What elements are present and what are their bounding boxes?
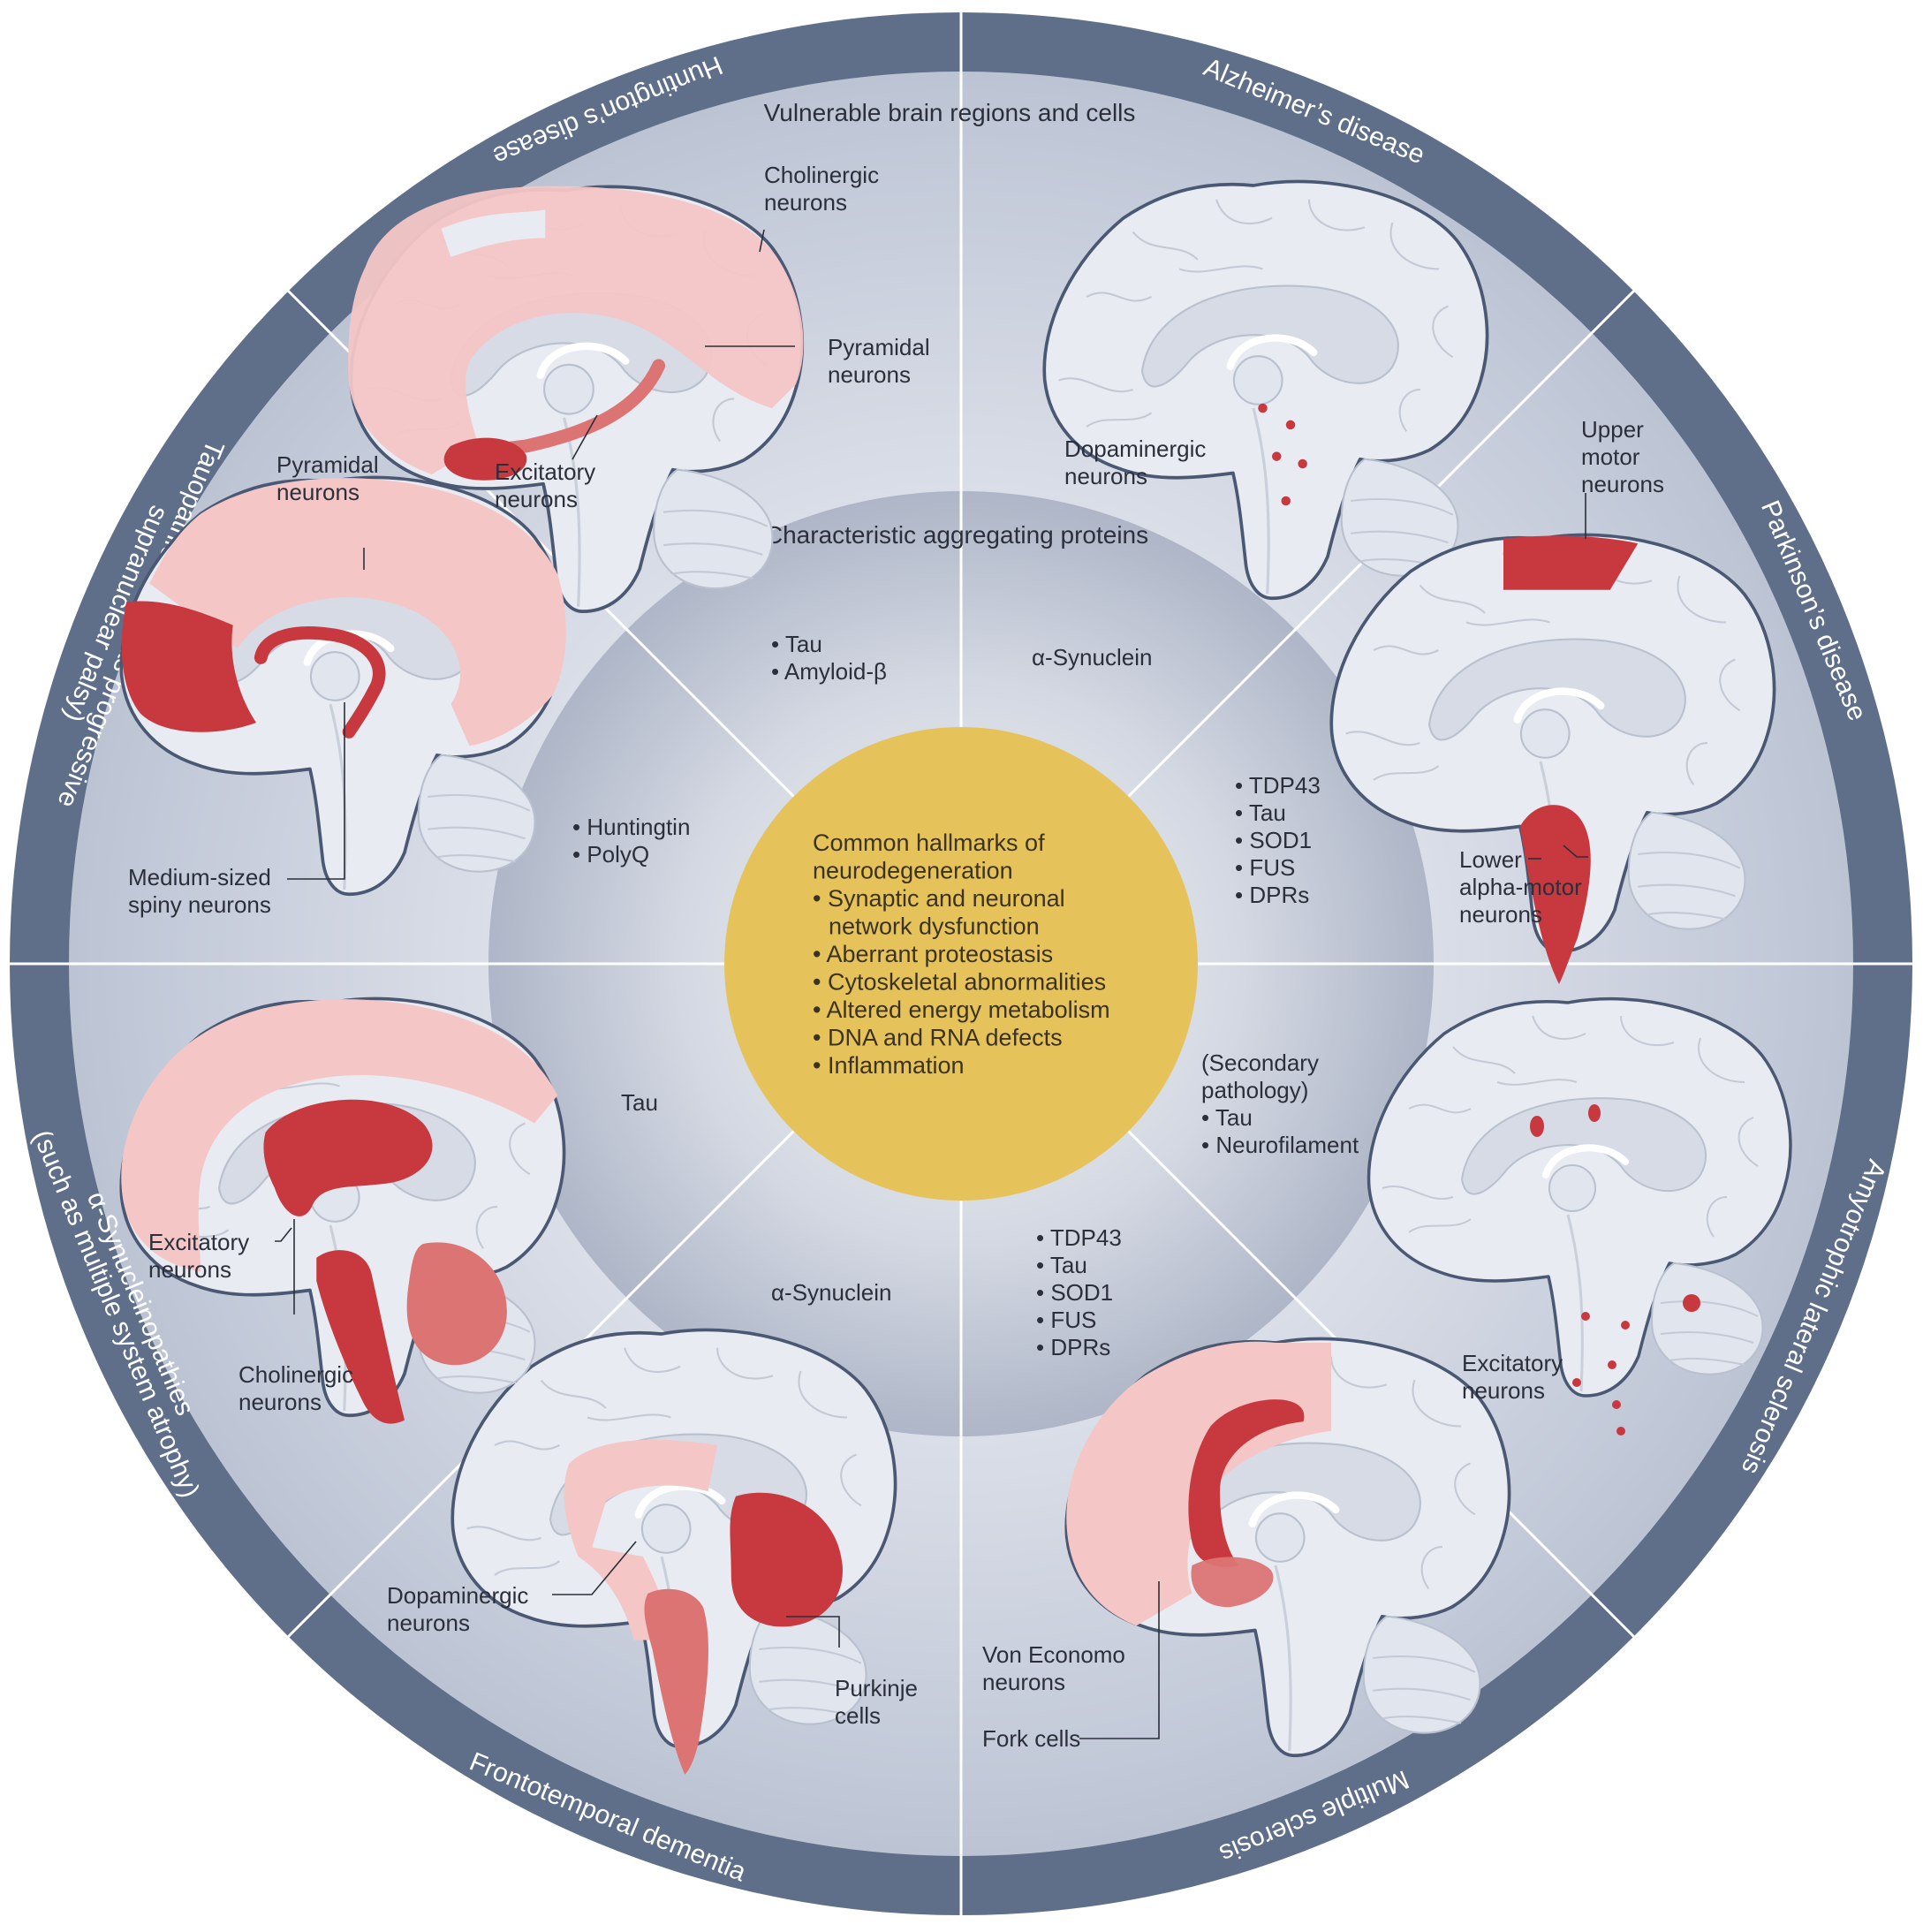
brain-alzheimers [348,186,803,612]
label-fork-cells: Fork cells [982,1725,1080,1752]
proteins-huntingtons: • Huntingtin• PolyQ [572,814,690,868]
proteins-alzheimers: • Tau• Amyloid-β [771,631,887,685]
brain-ms [1369,999,1791,1436]
brain-parkinsons [1044,181,1487,598]
proteins-ftd: • TDP43• Tau• SOD1• FUS• DPRs [1036,1224,1122,1360]
brain-als [1331,534,1774,984]
arc-labels: Vulnerable brain regions and cells Chara… [764,99,1149,549]
leader-lines [275,229,1588,1739]
brain-huntingtons [121,477,566,894]
vulnerable-regions-label: Vulnerable brain regions and cells [764,99,1136,126]
brain-tauopathies [121,998,564,1424]
proteins-synucleinopathies: α-Synuclein [771,1279,891,1306]
aggregating-proteins-label: Characteristic aggregating proteins [765,521,1148,549]
proteins-parkinsons: α-Synuclein [1032,644,1152,671]
core-disc [724,727,1198,1201]
brain-synucleinopathies [452,1330,895,1775]
brain-ftd [1066,1338,1509,1755]
proteins-als: • TDP43• Tau• SOD1• FUS• DPRs [1235,772,1321,908]
proteins-tauopathies: Tau [621,1089,658,1116]
